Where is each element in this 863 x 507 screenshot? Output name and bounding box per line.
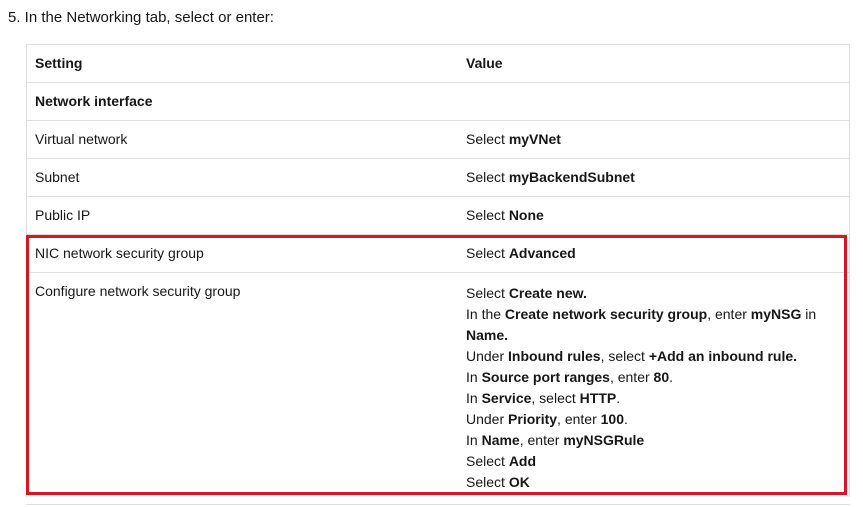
header-setting: Setting xyxy=(35,55,83,71)
instruction-bold: myNSG xyxy=(750,306,802,322)
instruction-line: Name. xyxy=(466,325,841,346)
instruction-bold: myNSGRule xyxy=(563,432,645,448)
setting-value: Select None xyxy=(458,197,849,234)
table-row: Subnet Select myBackendSubnet xyxy=(27,159,849,197)
table-bottom-border xyxy=(26,504,850,505)
instruction-text: , enter xyxy=(609,369,654,385)
instruction-bold: Name xyxy=(481,432,520,448)
instruction-line: Under Priority, enter 100. xyxy=(466,409,841,430)
setting-value: Select myBackendSubnet xyxy=(458,159,849,196)
value-bold: None xyxy=(508,207,544,223)
instruction-bold: 100 xyxy=(600,411,624,427)
setting-value: Select myVNet xyxy=(458,121,849,158)
instruction-bold: OK xyxy=(508,474,530,490)
table-row-configure-nsg: Configure network security group Select … xyxy=(27,273,849,497)
instruction-text: Select xyxy=(466,474,509,490)
instruction-bold: HTTP xyxy=(579,390,617,406)
instruction-bold: +Add an inbound rule. xyxy=(648,348,798,364)
setting-name: Virtual network xyxy=(35,131,128,147)
instruction-bold: Add xyxy=(508,453,537,469)
instruction-text: , enter xyxy=(557,411,601,427)
instruction-bold: Service xyxy=(481,390,532,406)
step-instruction: 5. In the Networking tab, select or ente… xyxy=(8,9,274,26)
table-row: Public IP Select None xyxy=(27,197,849,235)
instruction-text: , enter xyxy=(707,306,751,322)
instruction-line: In Service, select HTTP. xyxy=(466,388,841,409)
instruction-text: Under xyxy=(466,348,509,364)
instruction-bold: Create new. xyxy=(508,285,587,301)
instruction-bold: Name. xyxy=(466,327,509,343)
instruction-text: . xyxy=(616,390,621,406)
setting-name: Public IP xyxy=(35,207,91,223)
instruction-line: Select Create new. xyxy=(466,283,841,304)
table-header-row: Setting Value xyxy=(27,45,849,83)
instruction-text: In xyxy=(466,432,482,448)
value-configure-nsg: Select Create new.In the Create network … xyxy=(458,273,849,497)
settings-table: Setting Value Network interface Virtual … xyxy=(26,44,850,497)
table-row: NIC network security group Select Advance… xyxy=(27,235,849,273)
instruction-text: in xyxy=(801,306,817,322)
section-value-empty xyxy=(458,83,849,120)
instruction-text: , enter xyxy=(519,432,564,448)
header-value: Value xyxy=(466,55,503,71)
instruction-line: Select OK xyxy=(466,472,841,493)
instruction-line: In the Create network security group, en… xyxy=(466,304,841,325)
instruction-line: In Source port ranges, enter 80. xyxy=(466,367,841,388)
value-bold: myBackendSubnet xyxy=(508,169,635,185)
value-bold: Advanced xyxy=(508,245,576,261)
instruction-line: Select Add xyxy=(466,451,841,472)
instruction-bold: 80 xyxy=(653,369,670,385)
setting-value: Select Advanced xyxy=(458,235,849,272)
section-title: Network interface xyxy=(35,93,153,109)
value-prefix: Select xyxy=(466,245,509,261)
instruction-bold: Inbound rules xyxy=(508,348,601,364)
instruction-text: In xyxy=(466,390,482,406)
instruction-text: Select xyxy=(466,285,509,301)
instruction-text: In xyxy=(466,369,482,385)
instruction-line: Under Inbound rules, select +Add an inbo… xyxy=(466,346,841,367)
value-prefix: Select xyxy=(466,207,509,223)
setting-name: NIC network security group xyxy=(35,245,204,261)
instruction-text: , select xyxy=(531,390,580,406)
instruction-text: . xyxy=(624,411,628,427)
section-row: Network interface xyxy=(27,83,849,121)
instruction-bold: Priority xyxy=(508,411,558,427)
instruction-bold: Source port ranges xyxy=(481,369,610,385)
instruction-text: Under xyxy=(466,411,509,427)
setting-configure-nsg: Configure network security group xyxy=(35,283,241,299)
instruction-text: . xyxy=(669,369,674,385)
instruction-text: , select xyxy=(600,348,649,364)
value-prefix: Select xyxy=(466,169,509,185)
setting-name: Subnet xyxy=(35,169,80,185)
value-prefix: Select xyxy=(466,131,509,147)
instruction-text: In the xyxy=(466,306,505,322)
instruction-bold: Create network security group xyxy=(504,306,708,322)
table-row: Virtual network Select myVNet xyxy=(27,121,849,159)
instruction-line: In Name, enter myNSGRule xyxy=(466,430,841,451)
value-bold: myVNet xyxy=(508,131,561,147)
instruction-text: Select xyxy=(466,453,509,469)
